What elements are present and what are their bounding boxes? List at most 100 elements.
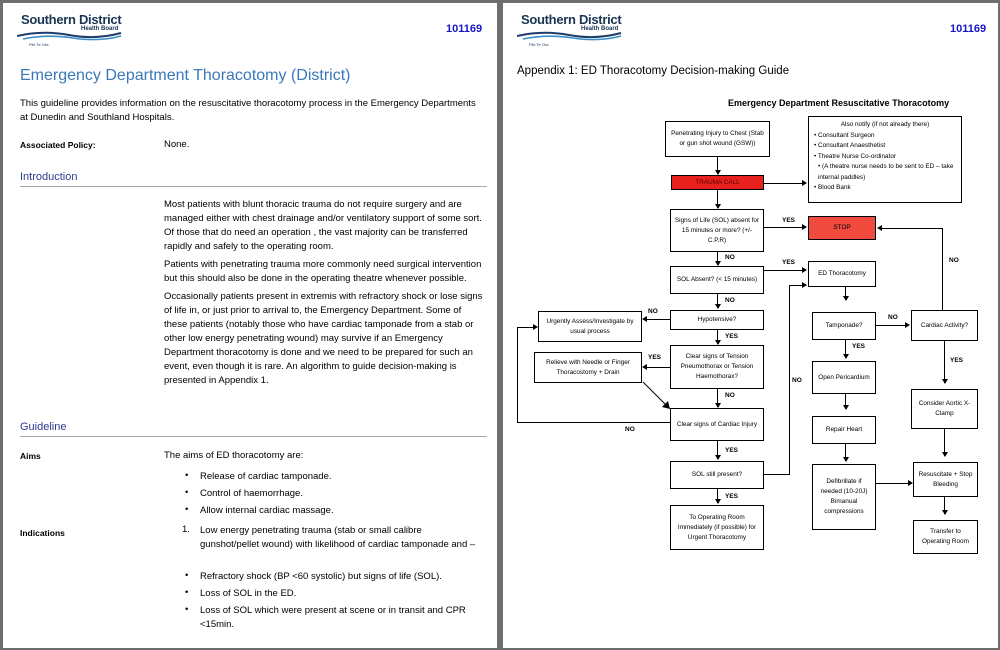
yes-label: YES	[852, 343, 866, 350]
arrow-right-icon	[905, 322, 910, 328]
no-label: NO	[648, 308, 658, 315]
arrow-down-icon	[715, 499, 721, 504]
tension-signs-box: Clear signs of Tension Pneumothorax or T…	[670, 345, 764, 389]
indications-item: Refractory shock (BP <60 systolic) but s…	[200, 571, 442, 582]
repair-heart-box: Repair Heart	[812, 416, 876, 444]
arrow-down-icon	[942, 510, 948, 515]
health-board-logo: Southern District Health Board Piki Te O…	[517, 12, 627, 47]
indications-item-1: Low energy penetrating trauma (stab or s…	[200, 525, 476, 550]
document-number: 101169	[950, 23, 987, 35]
indications-label: Indications	[20, 528, 65, 538]
arrow-down-icon	[942, 452, 948, 457]
arrow-right-icon	[802, 282, 807, 288]
yes-label: YES	[725, 447, 739, 454]
ed-thoracotomy-box: ED Thoracotomy	[808, 261, 876, 287]
no-label: NO	[725, 392, 735, 399]
arrow-down-icon	[715, 261, 721, 266]
relieve-box: Relieve with Needle or Finger Thoracosto…	[534, 352, 642, 383]
aortic-clamp-box: Consider Aortic X-Clamp	[911, 389, 978, 429]
guideline-heading: Guideline	[20, 421, 67, 433]
no-label: NO	[725, 297, 735, 304]
arrow-down-icon	[843, 296, 849, 301]
logo-subname: Health Board	[581, 26, 619, 32]
yes-label: YES	[950, 357, 964, 364]
arrow-down-icon	[942, 379, 948, 384]
arrow-right-icon	[802, 224, 807, 230]
arrow-left-icon	[642, 364, 647, 370]
connector-arrow-icon	[642, 381, 670, 409]
arrow-down-icon	[715, 304, 721, 309]
yes-label: YES	[725, 333, 739, 340]
document-page-1: Southern District Health Board Piki Te O…	[3, 3, 497, 648]
logo-name: Southern District	[21, 12, 122, 27]
transfer-box: Transfer to Operating Room	[913, 520, 978, 554]
document-page-2: Southern District Health Board Piki Te O…	[503, 3, 998, 648]
intro-paragraph-3: Occasionally patients present in extremi…	[164, 291, 483, 386]
document-number: 101169	[446, 23, 483, 35]
wave-logo-icon	[17, 31, 122, 41]
notify-item: • Theatre Nurse Co-ordinator	[814, 152, 897, 160]
wave-logo-icon	[517, 31, 622, 41]
indications-number: 1.	[182, 524, 190, 535]
operating-room-box: To Operating Room Immediately (if possib…	[670, 505, 764, 550]
appendix-title: Appendix 1: ED Thoracotomy Decision-maki…	[517, 65, 790, 77]
arrow-down-icon	[843, 354, 849, 359]
aims-intro: The aims of ED thoracotomy are:	[164, 450, 304, 461]
no-label: NO	[792, 377, 802, 384]
bullet-icon: •	[185, 504, 189, 515]
intro-text: This guideline provides information on t…	[20, 98, 476, 123]
cardiac-activity-box: Cardiac Activity?	[911, 310, 978, 341]
bullet-icon: •	[185, 487, 189, 498]
arrow-down-icon	[715, 340, 721, 345]
yes-label: YES	[648, 354, 662, 361]
arrow-right-icon	[802, 180, 807, 186]
signs-of-life-box: Signs of Life (SOL) absent for 15 minute…	[670, 209, 764, 252]
introduction-body: Most patients with blunt thoracic trauma…	[164, 198, 486, 388]
arrow-left-icon	[877, 225, 882, 231]
introduction-heading: Introduction	[20, 171, 78, 183]
open-pericardium-box: Open Pericardium	[812, 361, 876, 394]
stop-box: STOP	[808, 216, 876, 240]
sol-absent-box: SOL Absent? (< 15 minutes)	[670, 266, 764, 294]
flowchart-title: Emergency Department Resuscitative Thora…	[728, 98, 950, 108]
arrow-right-icon	[908, 480, 913, 486]
notify-item: • Consultant Surgeon	[814, 131, 875, 139]
no-label: NO	[725, 254, 735, 261]
no-label: NO	[888, 314, 898, 321]
arrow-right-icon	[533, 324, 538, 330]
yes-label: YES	[782, 217, 796, 224]
notify-box: Also notify (if not already there) • Con…	[808, 116, 962, 203]
sol-still-present-box: SOL still present?	[670, 461, 764, 489]
associated-policy-value: None.	[164, 139, 190, 150]
arrow-down-icon	[715, 455, 721, 460]
arrow-down-icon	[715, 170, 721, 175]
hypotensive-box: Hypotensive?	[670, 310, 764, 330]
indications-item: Loss of SOL which were present at scene …	[200, 605, 466, 630]
arrow-down-icon	[715, 204, 721, 209]
no-label: NO	[949, 257, 959, 264]
arrow-left-icon	[642, 316, 647, 322]
arrow-down-icon	[715, 403, 721, 408]
notify-item: • (A theatre nurse needs to be sent to E…	[818, 163, 954, 181]
bullet-icon: •	[185, 587, 189, 598]
notify-item: • Blood Bank	[814, 184, 851, 191]
bullet-icon: •	[185, 470, 189, 481]
arrow-down-icon	[843, 457, 849, 462]
associated-policy-label: Associated Policy:	[20, 140, 96, 150]
logo-tagline: Piki Te Ora	[529, 42, 549, 47]
defibrillate-box: Defibrillate if needed (10-20J) Bimanual…	[812, 464, 876, 530]
notify-item: • Consultant Anaesthetist	[814, 142, 886, 149]
cardiac-injury-box: Clear signs of Cardiac Injury	[670, 408, 764, 441]
yes-label: YES	[782, 259, 796, 266]
health-board-logo: Southern District Health Board Piki Te O…	[17, 12, 127, 47]
trauma-call-box: TRAUMA CALL	[671, 175, 764, 190]
intro-paragraph-1: Most patients with blunt thoracic trauma…	[164, 199, 482, 252]
tamponade-box: Tamponade?	[812, 312, 876, 340]
indications-item: Loss of SOL in the ED.	[200, 588, 297, 599]
yes-label: YES	[725, 493, 739, 500]
no-label: NO	[625, 426, 635, 433]
logo-tagline: Piki Te Ora	[29, 42, 49, 47]
penetrating-injury-box: Penetrating Injury to Chest (Stab or gun…	[665, 121, 770, 157]
page-title: Emergency Department Thoracotomy (Distri…	[20, 67, 351, 84]
aims-item: Release of cardiac tamponade.	[200, 471, 332, 482]
